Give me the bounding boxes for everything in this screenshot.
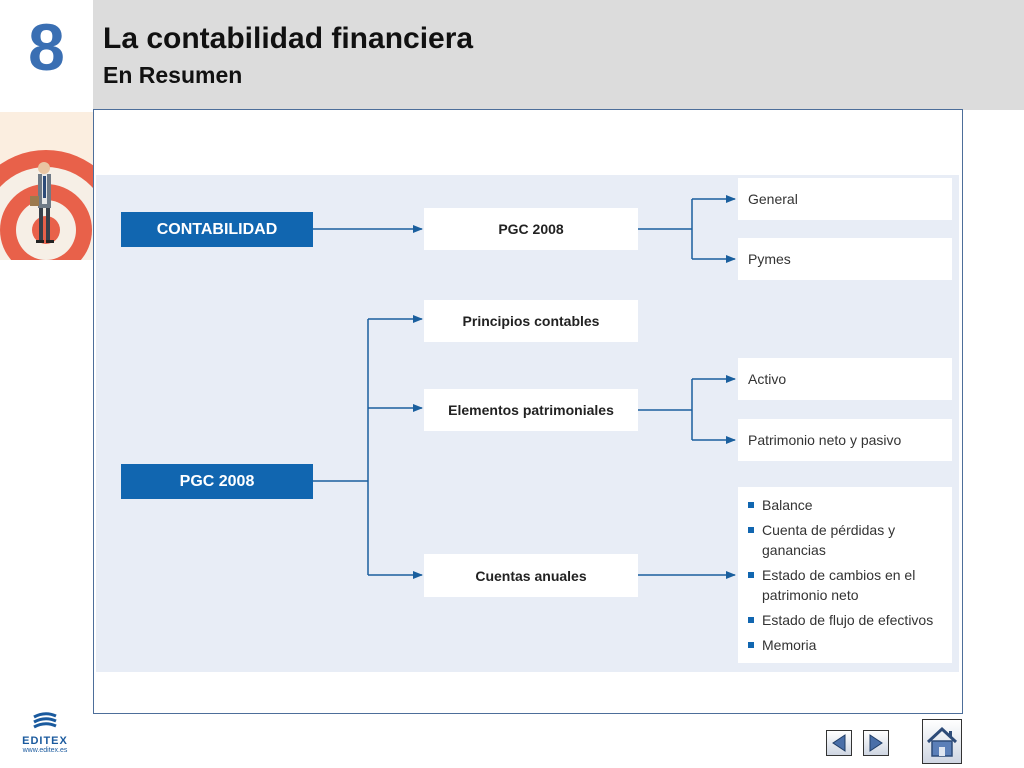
node-elementos-patrimoniales: Elementos patrimoniales (424, 389, 638, 431)
node-principios-contables: Principios contables (424, 300, 638, 342)
bullet-square-icon (748, 617, 754, 623)
list-item: Estado de cambios en el patrimonio neto (748, 565, 946, 605)
previous-button[interactable] (826, 730, 852, 756)
next-button[interactable] (863, 730, 889, 756)
home-button[interactable] (922, 719, 962, 764)
node-contabilidad: CONTABILIDAD (121, 212, 313, 247)
home-icon (926, 726, 958, 757)
list-item: Balance (748, 495, 946, 515)
editex-logo-icon (33, 712, 57, 729)
page-title: La contabilidad financiera (103, 22, 474, 55)
list-item: Estado de flujo de efectivos (748, 610, 946, 630)
logo-text: EDITEX (22, 735, 68, 747)
list-item: Memoria (748, 635, 946, 655)
bullet-square-icon (748, 527, 754, 533)
node-general: General (738, 178, 952, 220)
node-activo: Activo (738, 358, 952, 400)
triangle-right-icon (869, 734, 883, 752)
editex-logo: EDITEX www.editex.es (14, 712, 76, 758)
triangle-left-icon (832, 734, 846, 752)
list-item: Cuenta de pérdidas y ganancias (748, 520, 946, 560)
node-pgc-2008: PGC 2008 (424, 208, 638, 250)
logo-url: www.editex.es (22, 747, 68, 754)
chapter-number: 8 (28, 10, 65, 84)
bullet-square-icon (748, 642, 754, 648)
page-subtitle: En Resumen (103, 62, 243, 88)
bullet-square-icon (748, 572, 754, 578)
node-pymes: Pymes (738, 238, 952, 280)
cuentas-anuales-list: Balance Cuenta de pérdidas y ganancias E… (738, 487, 952, 663)
node-patrimonio-neto-pasivo: Patrimonio neto y pasivo (738, 419, 952, 461)
node-cuentas-anuales: Cuentas anuales (424, 554, 638, 597)
bullet-square-icon (748, 502, 754, 508)
node-pgc-2008-root: PGC 2008 (121, 464, 313, 499)
header-bar (93, 0, 1024, 110)
target-figure-illustration (0, 112, 93, 260)
